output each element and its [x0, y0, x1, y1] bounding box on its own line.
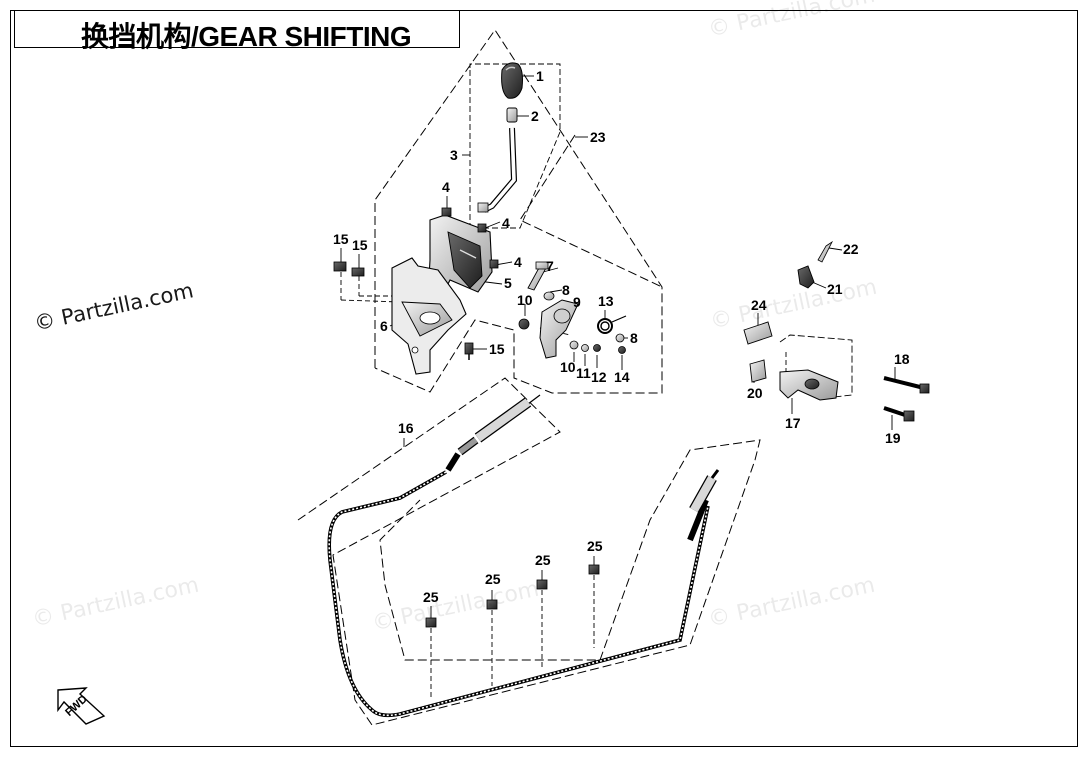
mounting-bracket — [391, 257, 467, 375]
callout-2: 2 — [531, 108, 539, 124]
callout-11: 11 — [576, 365, 591, 381]
callout-7: 7 — [546, 258, 554, 274]
callout-16: 16 — [398, 420, 414, 436]
washer-8-top — [543, 291, 555, 301]
callout-8-right: 8 — [630, 330, 638, 346]
title-box: 换挡机构/GEAR SHIFTING — [14, 10, 460, 52]
callout-18: 18 — [894, 351, 910, 367]
callout-25-c: 25 — [535, 552, 551, 568]
shift-knob — [501, 62, 523, 99]
callout-20: 20 — [747, 385, 763, 401]
bolt-19 — [883, 406, 915, 422]
callout-8-top: 8 — [562, 282, 570, 298]
callout-4-low: 4 — [514, 254, 522, 270]
linkage-pin-22 — [817, 240, 834, 263]
callout-15-right: 15 — [352, 237, 368, 253]
sleeve-20 — [749, 359, 767, 383]
callout-15-lower: 15 — [489, 341, 505, 357]
bolt-4-top — [441, 207, 452, 217]
group-outline-shifter-assembly — [374, 29, 663, 394]
callout-21: 21 — [827, 281, 843, 297]
shift-arm-plate — [539, 299, 579, 359]
washer-8-right — [615, 333, 625, 343]
callout-4-mid: 4 — [502, 215, 510, 231]
shift-lever — [477, 127, 518, 213]
bolt-4-low — [489, 259, 499, 269]
nut-10-left — [518, 318, 530, 330]
callout-22: 22 — [843, 241, 859, 257]
callout-12: 12 — [591, 369, 607, 385]
callout-23: 23 — [590, 129, 606, 145]
callout-17: 17 — [785, 415, 801, 431]
bolt-4-mid — [477, 223, 487, 233]
small-hardware-row — [569, 340, 626, 354]
pivot-pin — [527, 261, 549, 291]
callout-25-b: 25 — [485, 571, 501, 587]
callout-5: 5 — [504, 275, 512, 291]
callout-1: 1 — [536, 68, 544, 84]
callout-19: 19 — [885, 430, 901, 446]
bolt-15-left — [333, 261, 347, 272]
leader-lines-dashed — [340, 272, 787, 700]
diagram-frame — [10, 10, 1078, 747]
sleeve-24 — [743, 321, 773, 345]
cable-clip-25-c — [536, 579, 548, 590]
callout-10-bottom: 10 — [560, 359, 576, 375]
linkage-arm-17 — [779, 369, 839, 401]
callout-13: 13 — [598, 293, 614, 309]
cable-clip-25-b — [486, 599, 498, 610]
group-outline-shift-cable — [297, 377, 761, 726]
clip-21 — [797, 265, 815, 289]
bolt-15-right — [351, 267, 365, 277]
bolt-18 — [883, 376, 930, 394]
callout-14: 14 — [614, 369, 630, 385]
bolt-15-lower — [464, 342, 474, 360]
knob-bushing — [506, 107, 518, 123]
page-title: 换挡机构/GEAR SHIFTING — [81, 21, 412, 52]
callout-10-top: 10 — [517, 292, 533, 308]
callout-24: 24 — [751, 297, 767, 313]
shift-cable — [327, 394, 720, 718]
cable-clip-25-a — [425, 617, 437, 628]
callout-25-d: 25 — [587, 538, 603, 554]
callout-3: 3 — [450, 147, 458, 163]
callout-25-a: 25 — [423, 589, 439, 605]
cable-clip-25-d — [588, 564, 600, 575]
torsion-spring — [597, 315, 627, 334]
callout-15-left: 15 — [333, 231, 349, 247]
callout-4-top: 4 — [442, 179, 450, 195]
group-outline-linkage — [779, 334, 853, 399]
callout-6: 6 — [380, 318, 388, 334]
fwd-arrow-icon — [57, 687, 106, 725]
callout-9: 9 — [573, 294, 581, 310]
